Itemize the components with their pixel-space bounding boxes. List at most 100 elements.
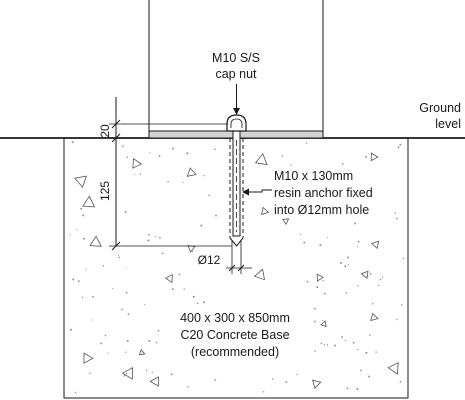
concrete-speckle: [123, 374, 126, 377]
concrete-aggregate: [186, 167, 197, 177]
concrete-speckle: [126, 156, 128, 159]
concrete-speckle: [356, 246, 359, 248]
ground-label-line2: level: [435, 117, 461, 131]
concrete-aggregate: [132, 157, 143, 169]
concrete-speckle: [124, 211, 127, 214]
concrete-speckle: [356, 388, 359, 391]
concrete-speckle: [368, 375, 371, 378]
base-label-line1: 400 x 300 x 850mm: [180, 311, 290, 325]
concrete-speckle: [375, 351, 377, 353]
concrete-speckle: [155, 341, 158, 344]
concrete-aggregate: [253, 268, 266, 281]
concrete-aggregate: [74, 175, 88, 188]
base-label-line2: C20 Concrete Base: [180, 328, 289, 342]
concrete-speckle: [139, 173, 142, 175]
concrete-speckle: [333, 344, 336, 347]
concrete-speckle: [290, 164, 292, 166]
cap-nut-inner: [230, 118, 243, 128]
concrete-speckle: [72, 278, 75, 281]
concrete-speckle: [121, 308, 123, 311]
concrete-speckle: [125, 267, 127, 269]
concrete-speckle: [314, 350, 316, 352]
dim-plate-depth: 20: [98, 124, 112, 138]
concrete-speckle: [161, 252, 164, 255]
anchor-label-line3: into Ø12mm hole: [274, 203, 369, 217]
concrete-aggregate: [89, 235, 102, 247]
concrete-speckle: [172, 147, 175, 150]
anchor-leader-arrow: [242, 188, 249, 196]
concrete-speckle: [306, 280, 309, 283]
concrete-speckle: [124, 351, 127, 353]
concrete-aggregate: [83, 352, 94, 364]
concrete-speckle: [365, 351, 368, 354]
concrete-speckle: [69, 328, 72, 331]
base-label-line3: (recommended): [191, 345, 279, 359]
concrete-speckle: [262, 391, 265, 393]
dim-tick-mid: [111, 133, 121, 143]
concrete-aggregate: [316, 273, 324, 282]
concrete-speckle: [148, 234, 150, 236]
concrete-speckle: [285, 381, 288, 383]
concrete-aggregate: [360, 270, 369, 279]
concrete-speckle: [396, 318, 398, 321]
concrete-aggregate: [138, 349, 146, 356]
concrete-speckle: [154, 236, 156, 238]
concrete-speckle: [323, 344, 326, 346]
concrete-speckle: [214, 148, 216, 151]
concrete-aggregate: [164, 274, 173, 284]
concrete-speckle: [149, 152, 151, 154]
concrete-speckle: [71, 141, 74, 144]
concrete-speckle: [402, 257, 404, 260]
concrete-speckle: [148, 340, 151, 343]
concrete-speckle: [305, 142, 308, 144]
concrete-speckle: [214, 378, 217, 381]
concrete-speckle: [365, 155, 368, 158]
dim-tick-top: [111, 119, 121, 129]
concrete-speckle: [296, 373, 298, 376]
concrete-speckle: [346, 387, 349, 390]
concrete-speckle: [208, 194, 210, 197]
concrete-speckle: [125, 291, 128, 294]
concrete-speckle: [167, 180, 169, 183]
dim-hole-tick-right: [237, 264, 245, 272]
concrete-speckle: [144, 304, 146, 306]
concrete-speckle: [313, 320, 316, 323]
concrete-speckle: [381, 276, 384, 278]
concrete-aggregate: [121, 367, 134, 380]
concrete-speckle: [369, 273, 372, 275]
concrete-speckle: [127, 313, 130, 316]
concrete-aggregate: [254, 153, 268, 166]
concrete-speckle: [303, 241, 306, 244]
concrete-speckle: [396, 217, 398, 220]
anchor-label-line1: M10 x 130mm: [274, 169, 353, 183]
concrete-speckle: [158, 155, 161, 158]
concrete-speckle: [345, 292, 348, 294]
concrete-speckle: [85, 268, 87, 270]
concrete-speckle: [215, 214, 217, 217]
cap-nut-label-line2: cap nut: [215, 67, 257, 81]
concrete-speckle: [112, 288, 114, 290]
cap-nut: [226, 114, 247, 132]
concrete-speckle: [377, 284, 380, 287]
concrete-speckle: [340, 261, 343, 264]
concrete-speckle: [133, 173, 135, 175]
concrete-speckle: [346, 256, 349, 259]
concrete-speckle: [319, 244, 322, 247]
concrete-speckle: [369, 334, 371, 336]
concrete-speckle: [145, 369, 148, 371]
anchor-leader: [248, 189, 272, 193]
concrete-speckle: [203, 301, 206, 304]
concrete-speckle: [341, 162, 344, 165]
concrete-speckle: [117, 254, 119, 256]
concrete-speckle: [360, 369, 362, 372]
concrete-speckle: [316, 286, 319, 289]
concrete-speckle: [300, 234, 302, 236]
concrete-speckle: [104, 334, 107, 337]
concrete-speckle: [320, 342, 323, 345]
concrete-aggregate: [370, 312, 379, 322]
concrete-speckle: [81, 296, 84, 299]
concrete-speckle: [203, 174, 205, 177]
concrete-speckle: [76, 229, 78, 231]
concrete-speckle: [397, 146, 400, 148]
